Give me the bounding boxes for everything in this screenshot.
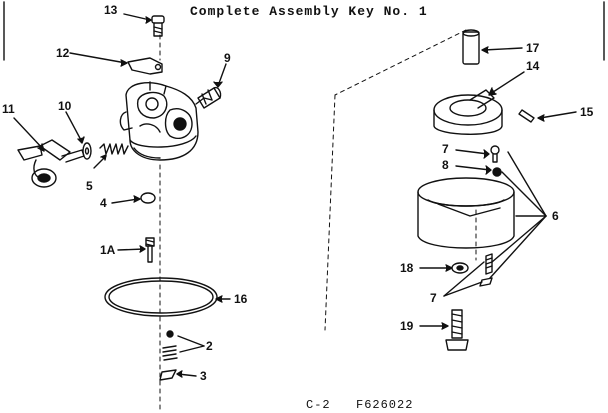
carburetor-body (119, 81, 213, 161)
callout-5: 5 (86, 179, 93, 193)
ball-part-4 (111, 192, 156, 204)
pin-part-17 (462, 29, 523, 65)
gasket-ring-part-16 (104, 277, 231, 317)
callout-1a: 1A (100, 243, 116, 257)
callout-17: 17 (526, 41, 540, 55)
float-bowl-part-6 (417, 151, 547, 279)
callout-6: 6 (552, 209, 559, 223)
callout-13: 13 (104, 3, 118, 17)
small-parts-7-8-upper (455, 145, 502, 177)
needle-pin-part-15 (518, 109, 577, 123)
screw-part-13 (123, 13, 165, 37)
callout-18: 18 (400, 261, 414, 275)
washer-part-18 (419, 262, 469, 274)
fitting-part-9 (197, 63, 227, 109)
callout-11: 11 (2, 102, 15, 116)
page-title: Complete Assembly Key No. 1 (190, 4, 428, 19)
callout-9: 9 (224, 51, 231, 65)
page-code: C-2 (306, 398, 331, 412)
callout-2: 2 (206, 339, 213, 353)
small-parts-7-lower (443, 253, 493, 297)
callout-12: 12 (56, 46, 70, 60)
callout-7-upper: 7 (442, 142, 449, 156)
callout-8: 8 (442, 158, 449, 172)
page-border (3, 1, 605, 61)
throttle-shaft-part-11 (13, 117, 85, 188)
jet-part-1a (117, 237, 155, 263)
callout-3: 3 (200, 369, 207, 383)
callout-10: 10 (58, 99, 72, 113)
part-number: F626022 (356, 398, 414, 412)
bracket-part-12 (69, 52, 163, 75)
small-parts-2-3 (159, 330, 205, 381)
float-cover-part-14 (433, 71, 525, 135)
callout-15: 15 (580, 105, 594, 119)
spring-part-5 (93, 143, 129, 169)
callout-19: 19 (400, 319, 414, 333)
washer-part-10 (65, 111, 92, 160)
callout-14: 14 (526, 59, 540, 73)
centerlines (159, 29, 477, 411)
callout-16: 16 (234, 292, 248, 306)
bolt-part-19 (419, 309, 469, 351)
callout-4: 4 (100, 196, 107, 210)
callout-7-lower: 7 (430, 291, 437, 305)
